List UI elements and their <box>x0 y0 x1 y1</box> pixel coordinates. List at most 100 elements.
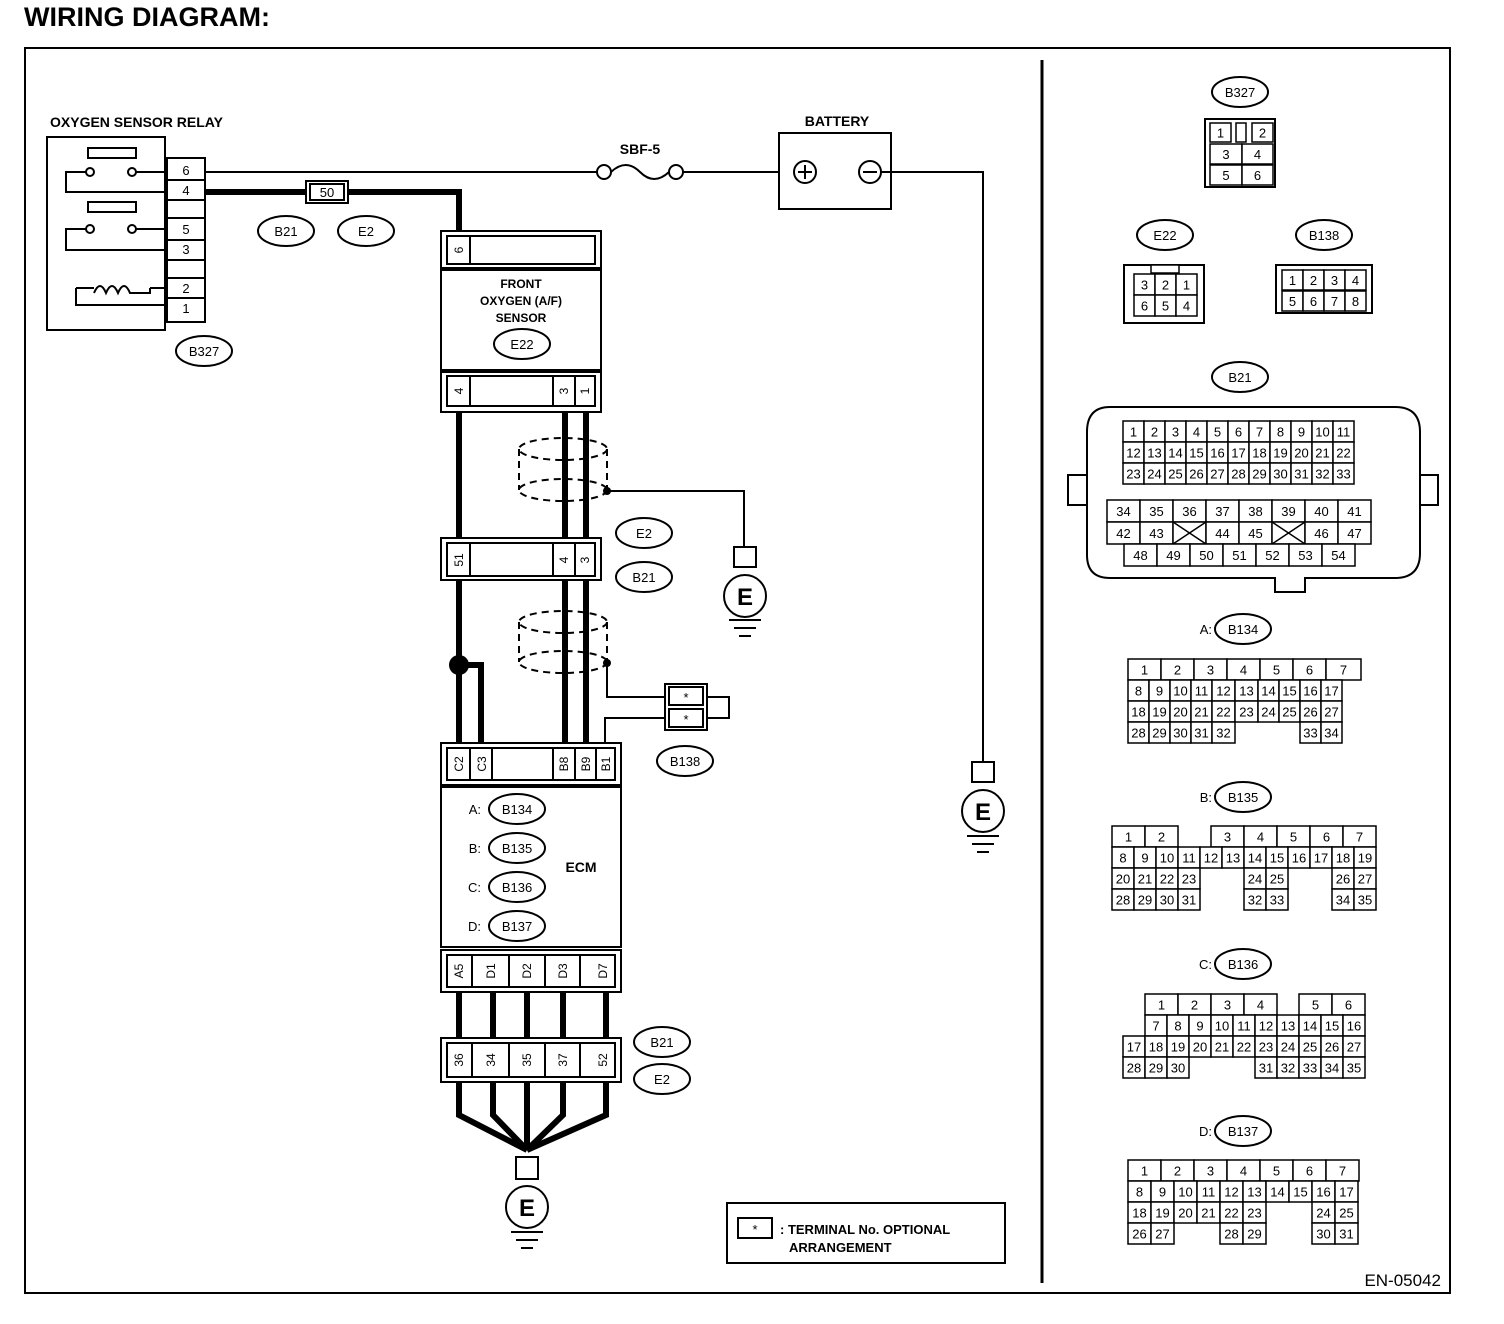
b136-pin-26: 26 <box>1325 1040 1339 1055</box>
b134-pin-20: 20 <box>1173 705 1187 720</box>
fuse-no: 50 <box>320 185 334 200</box>
bottom-pin-35: 35 <box>520 1053 534 1067</box>
sensor-pin-3: 3 <box>557 387 571 394</box>
b136-pin-14: 14 <box>1303 1019 1317 1034</box>
b137-pin-22: 22 <box>1224 1206 1238 1221</box>
ground-right-label: E <box>975 799 991 826</box>
svg-text:B327: B327 <box>189 344 219 359</box>
b21-pin-49: 49 <box>1166 548 1180 563</box>
relay-pin-5: 5 <box>182 222 189 237</box>
b134-pin-25: 25 <box>1282 705 1296 720</box>
b134-pin-9: 9 <box>1156 684 1163 699</box>
svg-text:B327: B327 <box>1225 85 1255 100</box>
mid-pin-3: 3 <box>578 556 592 563</box>
b134-pin-3: 3 <box>1207 663 1214 678</box>
connector-tag-b21-a: B21 <box>257 215 315 247</box>
b136-pin-23: 23 <box>1259 1040 1273 1055</box>
b21-pin-48: 48 <box>1133 548 1147 563</box>
b135-pin-32: 32 <box>1248 893 1262 908</box>
b135-pin-3: 3 <box>1224 830 1231 845</box>
b138-pin-2: 2 <box>1310 273 1317 288</box>
b21-pin-46: 46 <box>1314 526 1328 541</box>
page-title: WIRING DIAGRAM: <box>24 2 270 32</box>
b136-pin-9: 9 <box>1196 1019 1203 1034</box>
b135-pin-23: 23 <box>1182 872 1196 887</box>
svg-text:A:: A: <box>1200 622 1212 637</box>
b21-pin-42: 42 <box>1116 526 1130 541</box>
b136-pin-22: 22 <box>1237 1040 1251 1055</box>
b137-pin-24: 24 <box>1316 1206 1330 1221</box>
connector-tag-e2-b: E2 <box>615 517 673 549</box>
b137-pin-30: 30 <box>1316 1227 1330 1242</box>
b21-pin-36: 36 <box>1182 504 1196 519</box>
ecm-pin-d2: D2 <box>520 963 534 979</box>
b136-pin-10: 10 <box>1215 1019 1229 1034</box>
battery: BATTERY <box>778 113 892 210</box>
b134-pin-29: 29 <box>1152 726 1166 741</box>
fuse-label: SBF-5 <box>620 141 661 157</box>
b138-pin-1: 1 <box>1289 273 1296 288</box>
relay-pin-6: 6 <box>182 163 189 178</box>
b327-pin-6: 6 <box>1254 168 1261 183</box>
svg-text:E2: E2 <box>654 1072 670 1087</box>
b134-pin-30: 30 <box>1173 726 1187 741</box>
b21-pin-1: 1 <box>1130 425 1137 440</box>
b135-pin-27: 27 <box>1358 872 1372 887</box>
b137-pin-10: 10 <box>1178 1185 1192 1200</box>
ground-shield: E <box>723 546 767 637</box>
b21-pin-54: 54 <box>1331 548 1345 563</box>
b134-pin-22: 22 <box>1216 705 1230 720</box>
svg-text:E22: E22 <box>510 337 533 352</box>
svg-text:C:: C: <box>468 880 481 895</box>
b21-pin-10: 10 <box>1315 425 1329 440</box>
svg-text:B:: B: <box>469 841 481 856</box>
b135-pin-30: 30 <box>1160 893 1174 908</box>
b137-pin-9: 9 <box>1159 1185 1166 1200</box>
b137-pin-20: 20 <box>1178 1206 1192 1221</box>
b21-pin-41: 41 <box>1347 504 1361 519</box>
svg-text:B138: B138 <box>1309 228 1339 243</box>
b21-pin-21: 21 <box>1315 446 1329 461</box>
legend: * : TERMINAL No. OPTIONAL ARRANGEMENT <box>726 1202 1006 1264</box>
b21-pin-45: 45 <box>1248 526 1262 541</box>
b137-pin-7: 7 <box>1339 1164 1346 1179</box>
b134-pin-1: 1 <box>1141 663 1148 678</box>
b21-pin-28: 28 <box>1231 467 1245 482</box>
view-tag-b137: D:B137 <box>1199 1115 1272 1147</box>
b134-pin-18: 18 <box>1131 705 1145 720</box>
ground-shield-label: E <box>737 584 753 611</box>
b21-pin-38: 38 <box>1248 504 1262 519</box>
b138-pin-4: 4 <box>1352 273 1359 288</box>
bottom-pin-52: 52 <box>596 1053 610 1067</box>
b135-pin-9: 9 <box>1141 851 1148 866</box>
connector-tag-b327: B327 <box>175 335 233 367</box>
ecm-pin-c3: C3 <box>475 756 489 772</box>
b21-pin-34: 34 <box>1116 504 1130 519</box>
b21-pin-30: 30 <box>1273 467 1287 482</box>
ground-bottom-label: E <box>519 1195 535 1222</box>
bottom-pin-34: 34 <box>484 1053 498 1067</box>
view-tag-b138: B138 <box>1295 219 1353 251</box>
b134-pin-34: 34 <box>1324 726 1338 741</box>
b327-pin-4: 4 <box>1254 147 1261 162</box>
svg-text:A:: A: <box>469 802 481 817</box>
svg-text:OXYGEN (A/F): OXYGEN (A/F) <box>480 294 562 308</box>
b21-pin-3: 3 <box>1172 425 1179 440</box>
ecm: C2 C3 B8 B9 B1 ECM A: B134 B: B135 C: B1… <box>440 742 622 993</box>
b134-pin-32: 32 <box>1216 726 1230 741</box>
b136-pin-3: 3 <box>1224 998 1231 1013</box>
fuse-50: 50 <box>305 180 349 204</box>
view-tag-e22: E22 <box>1136 219 1194 251</box>
bottom-pin-37: 37 <box>556 1053 570 1067</box>
b135-pin-11: 11 <box>1182 851 1196 866</box>
b134-pin-4: 4 <box>1240 663 1247 678</box>
b327-pin-3: 3 <box>1222 147 1229 162</box>
b135-pin-12: 12 <box>1204 851 1218 866</box>
b137-pin-4: 4 <box>1240 1164 1247 1179</box>
b21-pin-51: 51 <box>1232 548 1246 563</box>
svg-text:B135: B135 <box>1228 790 1258 805</box>
b134-pin-24: 24 <box>1261 705 1275 720</box>
drawing-number: EN-05042 <box>1364 1271 1441 1290</box>
b21-pin-20: 20 <box>1294 446 1308 461</box>
